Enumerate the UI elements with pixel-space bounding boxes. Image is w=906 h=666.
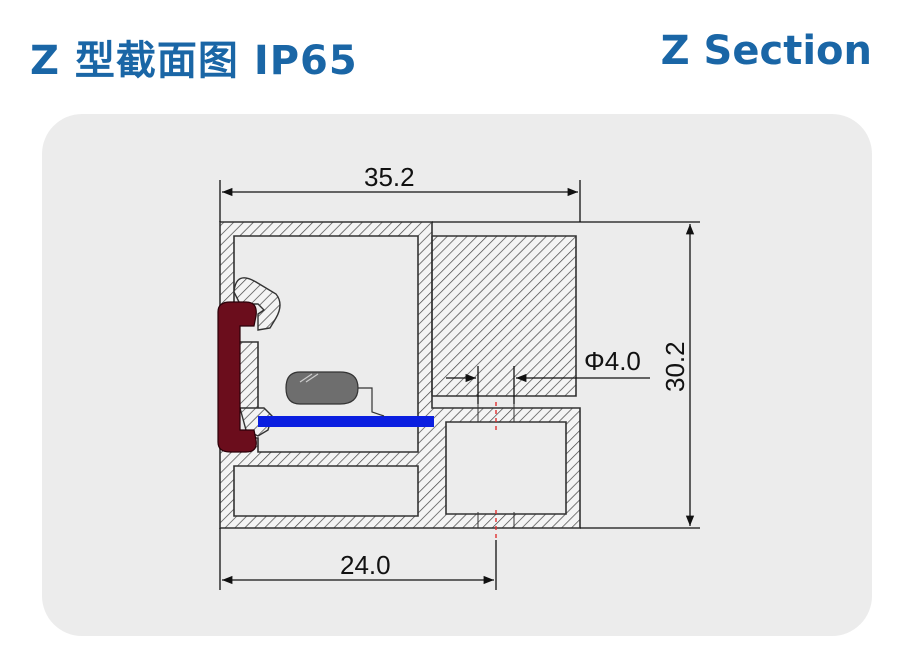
title-chinese: Z 型截面图 IP65	[30, 38, 358, 84]
led-lens	[285, 371, 359, 405]
aluminum-profile	[219, 221, 581, 529]
bottom-width-label: 24.0	[340, 550, 391, 580]
hole-diameter-label: Φ4.0	[584, 346, 641, 376]
led-strip	[258, 416, 434, 427]
top-width-label: 35.2	[364, 162, 415, 192]
mounting-clip	[217, 301, 257, 453]
height-label: 30.2	[660, 341, 690, 392]
screw-hole-marks	[477, 402, 515, 540]
title-english: Z Section	[660, 28, 872, 74]
dimension-lines	[219, 180, 700, 590]
